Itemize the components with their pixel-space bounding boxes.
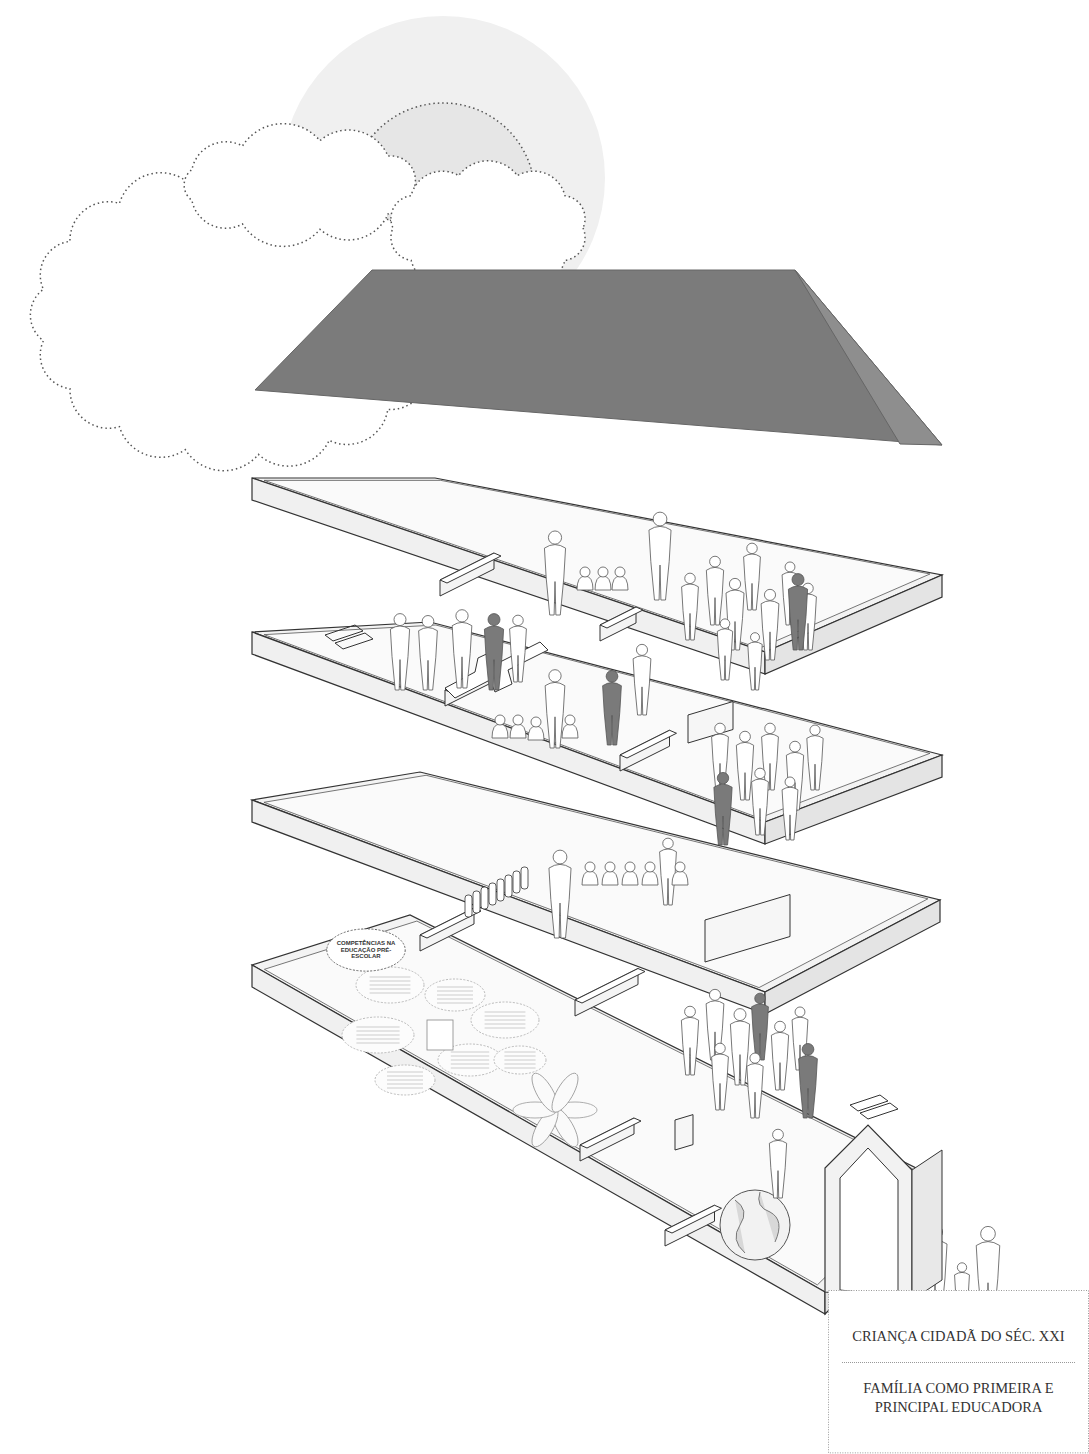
person-silhouette xyxy=(752,993,769,1060)
person-silhouette xyxy=(544,531,565,615)
seated-child xyxy=(595,567,611,590)
person-silhouette xyxy=(744,543,761,610)
person-silhouette xyxy=(714,772,732,845)
person-silhouette xyxy=(419,616,438,690)
seated-child xyxy=(562,715,578,738)
roof xyxy=(255,270,942,445)
person-silhouette xyxy=(769,1129,786,1198)
partition-block xyxy=(705,895,790,963)
person-silhouette xyxy=(752,768,769,835)
person-silhouette xyxy=(807,725,823,790)
person-silhouette xyxy=(484,614,503,690)
cloud xyxy=(184,124,415,247)
seated-child xyxy=(492,715,508,738)
person-silhouette xyxy=(730,1009,749,1085)
person-silhouette xyxy=(549,850,571,938)
person-silhouette xyxy=(761,589,779,660)
floor-trays xyxy=(252,478,942,1314)
entrance xyxy=(825,1125,942,1300)
floor-tray xyxy=(252,478,942,674)
person-silhouette xyxy=(747,1053,763,1118)
title-plate: CRIANÇA CIDADÃ DO SÉC. XXIFAMÍLIA COMO P… xyxy=(828,1290,1089,1454)
person-silhouette xyxy=(682,573,699,640)
person-silhouette xyxy=(712,1043,729,1110)
seated-child xyxy=(577,567,593,590)
person-silhouette xyxy=(390,614,409,690)
partition-block xyxy=(675,1115,693,1150)
person-silhouette xyxy=(748,633,762,690)
person-silhouette xyxy=(782,777,798,840)
seated-child xyxy=(612,567,628,590)
seated-child xyxy=(672,862,688,885)
person-silhouette xyxy=(712,723,729,790)
node-outline xyxy=(828,1290,1089,1454)
person-silhouette xyxy=(706,556,723,625)
person-silhouette xyxy=(633,644,651,715)
person-silhouette xyxy=(681,1006,698,1075)
seated-child xyxy=(510,715,526,738)
person-silhouette xyxy=(788,574,807,650)
person-silhouette xyxy=(736,731,753,800)
floor-tray xyxy=(252,915,940,1314)
person-silhouette xyxy=(649,512,671,600)
people-silhouettes xyxy=(390,512,999,1322)
person-silhouette xyxy=(771,1021,788,1090)
person-silhouette xyxy=(660,838,677,905)
seated-child xyxy=(642,862,658,885)
person-silhouette xyxy=(452,610,472,688)
person-silhouette xyxy=(799,1044,818,1118)
person-silhouette xyxy=(510,615,527,682)
seated-child xyxy=(622,862,638,885)
seated-child xyxy=(602,862,618,885)
topic-bubble: COMPETÊNCIAS NA EDUCAÇÃO PRÉ-ESCOLAR xyxy=(326,928,406,972)
seated-child xyxy=(582,862,598,885)
heading-text: CRIANÇA CIDADÃ DO SÉC. XXI xyxy=(842,1311,1075,1362)
body-text: FAMÍLIA COMO PRIMEIRA E PRINCIPAL EDUCAD… xyxy=(842,1362,1075,1433)
floor-decor xyxy=(325,553,898,1260)
seated-child xyxy=(528,717,544,740)
heading-text: COMPETÊNCIAS NA EDUCAÇÃO PRÉ-ESCOLAR xyxy=(336,940,396,961)
person-silhouette xyxy=(603,671,622,745)
person-silhouette xyxy=(717,619,732,680)
